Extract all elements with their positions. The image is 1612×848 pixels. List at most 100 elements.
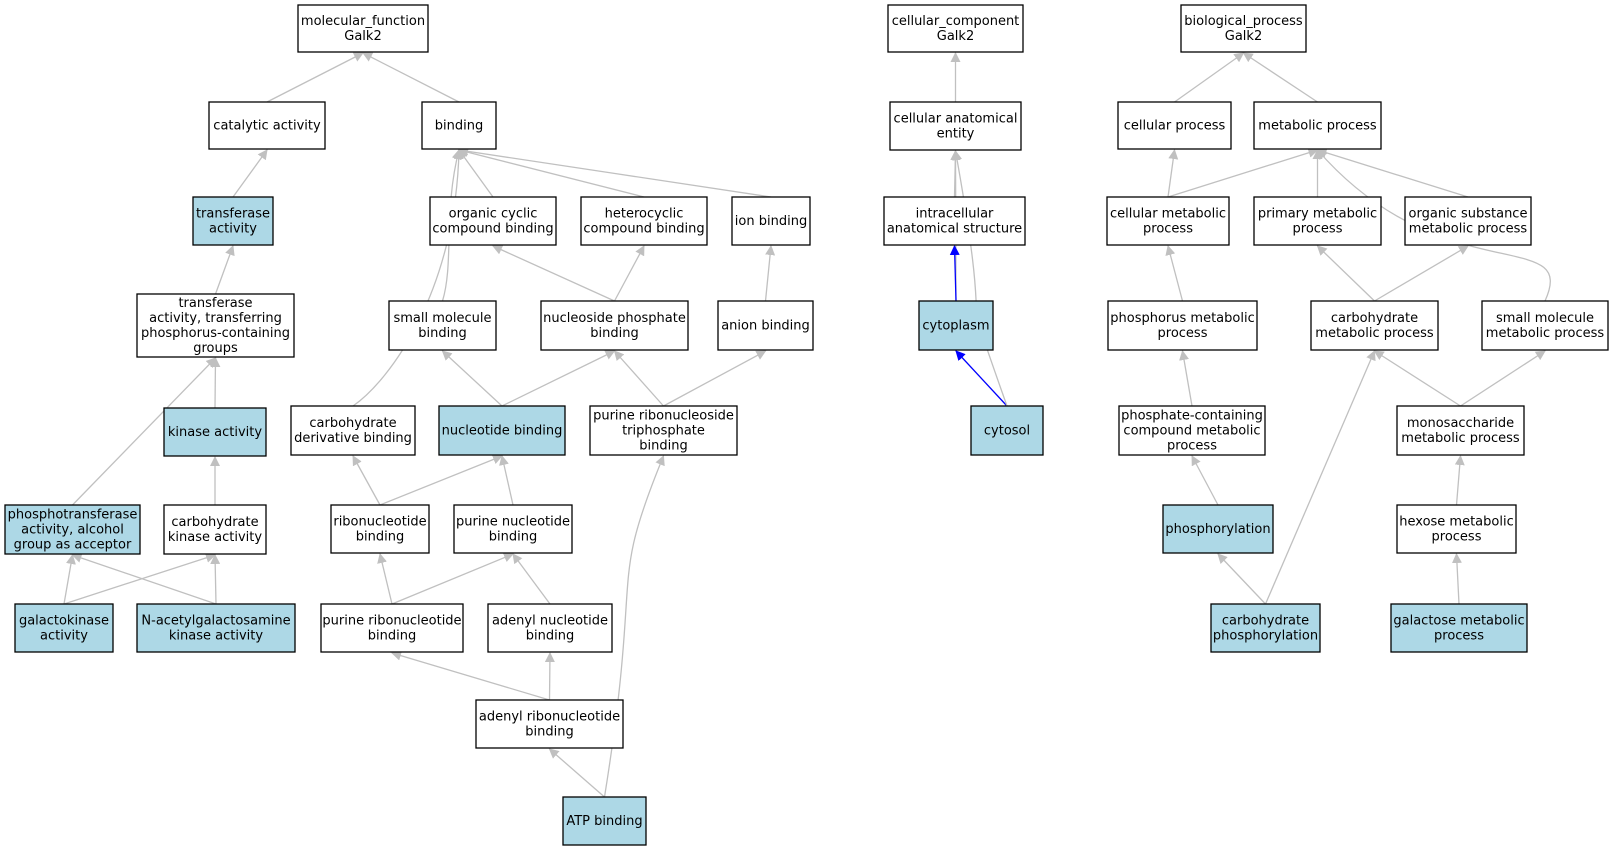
node-label-line: binding xyxy=(525,725,573,740)
node-label-line: galactose metabolic xyxy=(1393,614,1524,629)
node-catalytic[interactable]: catalytic activity xyxy=(208,101,326,150)
node-label-line: carbohydrate xyxy=(1222,614,1309,629)
edge-ribonucleotide-to-nucleotide xyxy=(379,454,503,506)
node-label-line: galactokinase xyxy=(19,614,109,629)
node-ion_binding[interactable]: ion binding xyxy=(731,196,811,246)
edge-carb_deriv-to-binding xyxy=(352,149,464,407)
node-label-line: molecular_function xyxy=(301,14,425,29)
node-label-line: groups xyxy=(193,341,238,356)
node-met_proc[interactable]: metabolic process xyxy=(1253,101,1382,150)
node-label-line: binding xyxy=(368,629,416,644)
node-label-line: kinase activity xyxy=(169,629,263,644)
node-box xyxy=(1162,504,1274,554)
node-label-line: binding xyxy=(526,629,574,644)
edge-heterocyclic-to-binding xyxy=(458,147,645,198)
node-label-line: organic cyclic xyxy=(449,207,538,222)
node-box xyxy=(889,101,1022,151)
node-cytoplasm[interactable]: cytoplasm xyxy=(918,300,994,351)
node-label-line: phosphorus metabolic xyxy=(1110,311,1254,326)
node-label-line: purine ribonucleoside xyxy=(593,409,734,424)
node-box xyxy=(330,504,430,554)
edge-phos_met-to-cell_met xyxy=(1165,245,1184,302)
edge-mono_met-to-small_mol_met xyxy=(1460,350,1546,407)
edge-transf_p-to-transferase xyxy=(214,245,235,295)
edge-ion_binding-to-binding xyxy=(458,146,772,198)
node-box xyxy=(429,196,557,246)
node-box xyxy=(1180,4,1307,53)
edge-purine_ribonucleotide-to-ribonucleotide xyxy=(377,553,393,605)
node-box xyxy=(1210,603,1321,653)
edge-cell_proc-to-bp xyxy=(1174,52,1245,103)
node-binding[interactable]: binding xyxy=(421,101,497,150)
node-box xyxy=(1396,405,1525,456)
edge-org_sub-to-met_proc xyxy=(1316,147,1469,198)
node-atp[interactable]: ATP binding xyxy=(562,796,647,846)
node-label-line: process xyxy=(1293,222,1343,237)
node-label-line: kinase activity xyxy=(168,425,262,440)
node-label-line: purine nucleotide xyxy=(456,515,570,530)
node-label-line: cellular_component xyxy=(892,14,1020,29)
node-label-line: biological_process xyxy=(1184,14,1303,29)
node-label-line: entity xyxy=(937,127,975,142)
node-box xyxy=(540,300,689,351)
node-box xyxy=(163,407,267,457)
node-label-line: organic substance xyxy=(1409,207,1528,222)
edge-purine_ribonucleotide-to-purine_nucleotide xyxy=(391,552,514,605)
edge-nacetyl-to-carb_kinase xyxy=(210,554,221,605)
edge-adenyl_ribonucleotide-to-adenyl_nucleotide xyxy=(544,652,555,701)
node-box xyxy=(1396,504,1517,554)
edge-nacetyl-to-phosphotransferase xyxy=(71,553,217,605)
node-phosphorylation[interactable]: phosphorylation xyxy=(1162,504,1274,554)
edge-phos_cont-to-phos_met xyxy=(1179,350,1193,407)
node-label-line: process xyxy=(1158,326,1208,341)
node-label-line: small molecule xyxy=(394,311,492,326)
node-label-line: activity xyxy=(40,629,88,644)
node-cell_proc[interactable]: cellular process xyxy=(1117,101,1232,150)
node-anion[interactable]: anion binding xyxy=(717,300,814,351)
node-kinase[interactable]: kinase activity xyxy=(163,407,267,457)
node-box xyxy=(918,300,994,351)
node-cytosol[interactable]: cytosol xyxy=(970,405,1044,456)
node-label-line: ATP binding xyxy=(566,814,642,829)
node-nucleotide[interactable]: nucleotide binding xyxy=(438,405,566,456)
node-label-line: derivative binding xyxy=(294,431,412,446)
node-label-line: phosphorus-containing xyxy=(141,326,290,341)
node-box xyxy=(192,196,274,246)
node-box xyxy=(453,504,573,554)
edge-cytoplasm-to-ias xyxy=(949,245,960,302)
